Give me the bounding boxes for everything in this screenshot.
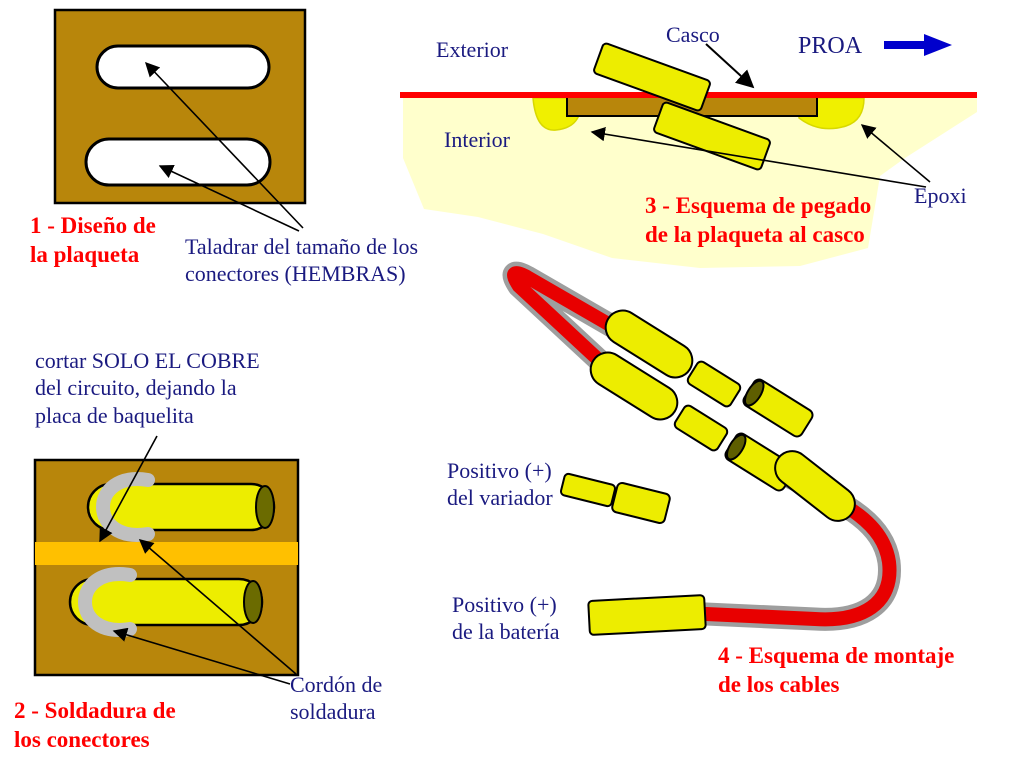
epoxi-arrow-right xyxy=(860,124,931,183)
interior-label: Interior xyxy=(444,127,510,152)
drill-note: Taladrar del tamaño de los conectores (H… xyxy=(185,234,419,287)
section1-heading: 1 - Diseño de la plaqueta xyxy=(30,213,156,267)
cut-copper-arrow xyxy=(99,435,158,543)
bullet-connector-b1 xyxy=(589,351,679,421)
bateria-label: Positivo (+) de la batería xyxy=(452,592,560,645)
battery-connector xyxy=(587,594,707,636)
soldered-connector-top-end xyxy=(255,485,275,529)
bullet-connector-d1 xyxy=(742,378,814,438)
solder-bead-top xyxy=(96,472,155,542)
hull-interior-region xyxy=(403,96,977,268)
epoxi-label: Epoxi xyxy=(914,183,967,208)
section3-heading: 3 - Esquema de pegado de la plaqueta al … xyxy=(645,193,872,247)
solder-arrow-top xyxy=(138,539,297,675)
epoxi-arrow-left xyxy=(590,127,927,188)
proa-arrow xyxy=(884,34,952,56)
slot-top xyxy=(95,44,271,90)
cut-copper-note: cortar SOLO EL COBRE del circuito, dejan… xyxy=(35,348,260,428)
section2-heading: 2 - Soldadura de los conectores xyxy=(14,698,176,752)
battery-cable-connector xyxy=(774,450,856,522)
jumper-cable xyxy=(502,261,629,376)
slot-bottom xyxy=(84,137,272,187)
exterior-label: Exterior xyxy=(436,37,509,62)
copper-strip xyxy=(35,542,298,565)
section4-heading: 4 - Esquema de montaje de los cables xyxy=(718,643,955,697)
bullet-connector-b2 xyxy=(673,404,729,452)
bullet-connector-a2 xyxy=(686,360,742,408)
solder-bead-bottom xyxy=(78,567,137,637)
drill-arrow-top xyxy=(145,61,304,229)
proa-label: PROA xyxy=(798,33,863,59)
casco-label: Casco xyxy=(666,22,720,47)
solder-note: Cordón de soldadura xyxy=(290,672,383,725)
solder-arrow-bottom xyxy=(112,627,291,685)
through-hull-connector xyxy=(593,42,771,171)
variador-label: Positivo (+) del variador xyxy=(447,458,553,511)
variador-connector xyxy=(559,472,671,525)
soldered-connector-bottom-end xyxy=(243,580,263,624)
drill-arrow-bottom xyxy=(158,164,300,232)
casco-arrow xyxy=(705,43,755,89)
bullet-connector-a1 xyxy=(604,309,694,379)
